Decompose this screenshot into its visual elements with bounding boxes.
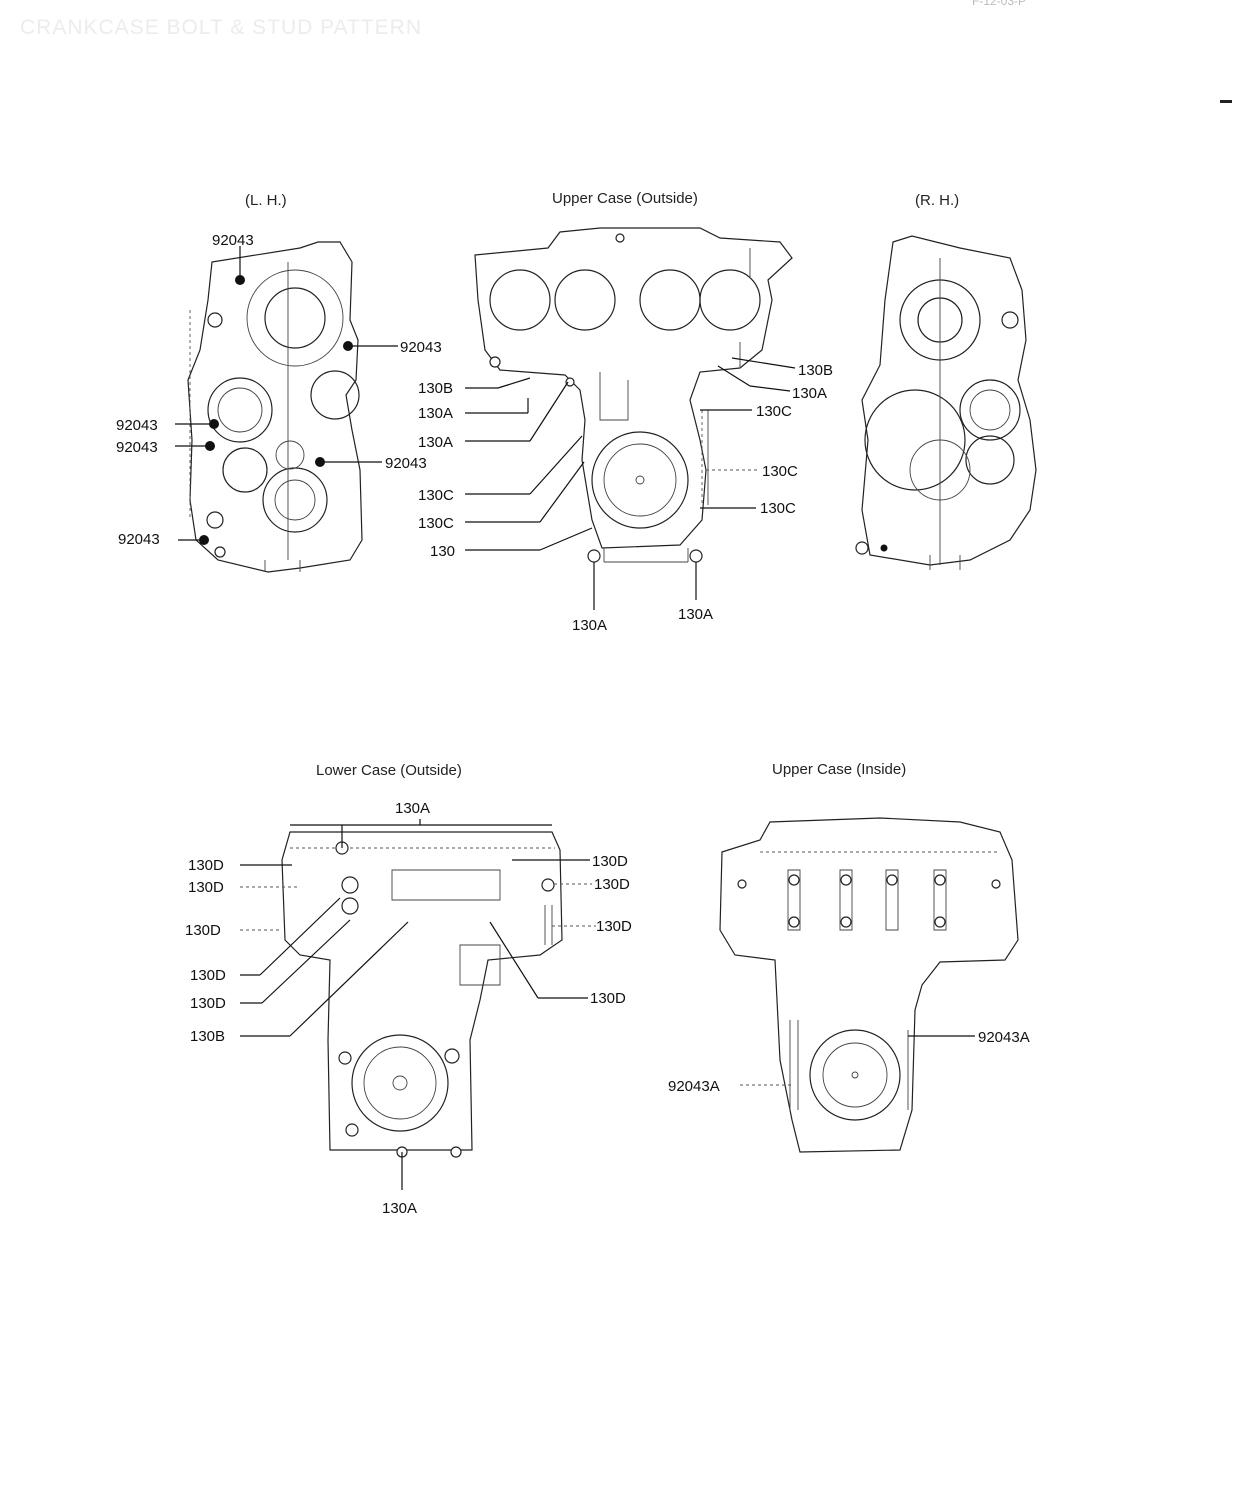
- upper-outside-leaders: [465, 357, 796, 610]
- upper-outside-case-outline: [474, 227, 793, 563]
- upper-outside-callout: 130A: [678, 606, 713, 623]
- lower-outside-callout: 130A: [395, 800, 430, 817]
- lower-outside-callout: 130D: [594, 876, 630, 893]
- lower-outside-callout: 130D: [592, 853, 628, 870]
- lh-callout: 92043: [400, 339, 442, 356]
- upper-inside-view: Upper Case (Inside): [668, 761, 1030, 1153]
- lower-outside-callout: 130D: [596, 918, 632, 935]
- upper-inside-leaders: [740, 1035, 975, 1086]
- upper-inside-callout: 92043A: [978, 1029, 1030, 1046]
- lower-outside-callout: 130A: [382, 1200, 417, 1217]
- upper-inside-callout: 92043A: [668, 1078, 720, 1095]
- lh-callout: 92043: [212, 232, 254, 249]
- upper-outside-callout: 130A: [418, 434, 453, 451]
- lower-outside-view: Lower Case (Outside): [185, 762, 632, 1217]
- upper-outside-callout: 130: [430, 543, 455, 560]
- upper-outside-callout: 130A: [418, 405, 453, 422]
- upper-outside-callout: 130C: [760, 500, 796, 517]
- lh-view: (L. H.): [116, 192, 442, 573]
- rh-view: (R. H.): [855, 192, 1037, 570]
- upper-outside-callout: 130C: [418, 487, 454, 504]
- page-code: F-12-03-P: [972, 0, 1027, 8]
- lower-outside-case-outline: [281, 831, 563, 1158]
- lh-case-outline: [187, 241, 363, 573]
- lower-outside-callout: 130D: [188, 879, 224, 896]
- upper-inside-case-outline: [719, 817, 1019, 1153]
- upper-outside-callout: 130B: [418, 380, 453, 397]
- lower-outside-callout: 130D: [190, 995, 226, 1012]
- upper-outside-callout: 130A: [792, 385, 827, 402]
- edge-mark: [1220, 100, 1232, 103]
- lower-outside-callout: 130D: [190, 967, 226, 984]
- upper-inside-view-title: Upper Case (Inside): [772, 761, 906, 778]
- upper-outside-view: Upper Case (Outside): [418, 190, 833, 634]
- upper-outside-callout: 130A: [572, 617, 607, 634]
- lower-outside-callout: 130D: [590, 990, 626, 1007]
- lh-callout: 92043: [116, 417, 158, 434]
- lower-outside-view-title: Lower Case (Outside): [316, 762, 462, 779]
- lh-callout: 92043: [118, 531, 160, 548]
- lh-view-title: (L. H.): [245, 192, 287, 209]
- rh-case-outline: [855, 235, 1037, 570]
- upper-outside-callout: 130B: [798, 362, 833, 379]
- lower-outside-callout: 130B: [190, 1028, 225, 1045]
- lh-callout: 92043: [385, 455, 427, 472]
- upper-outside-callout: 130C: [418, 515, 454, 532]
- lh-callout: 92043: [116, 439, 158, 456]
- upper-outside-callout: 130C: [762, 463, 798, 480]
- lower-outside-callout: 130D: [185, 922, 221, 939]
- lh-bolt-markers: [199, 275, 353, 545]
- lower-outside-leaders: [240, 819, 596, 1190]
- lh-leaders: [175, 246, 398, 541]
- rh-view-title: (R. H.): [915, 192, 959, 209]
- page-title: CRANKCASE BOLT & STUD PATTERN: [20, 16, 423, 39]
- upper-outside-view-title: Upper Case (Outside): [552, 190, 698, 207]
- upper-outside-callout: 130C: [756, 403, 792, 420]
- lower-outside-callout: 130D: [188, 857, 224, 874]
